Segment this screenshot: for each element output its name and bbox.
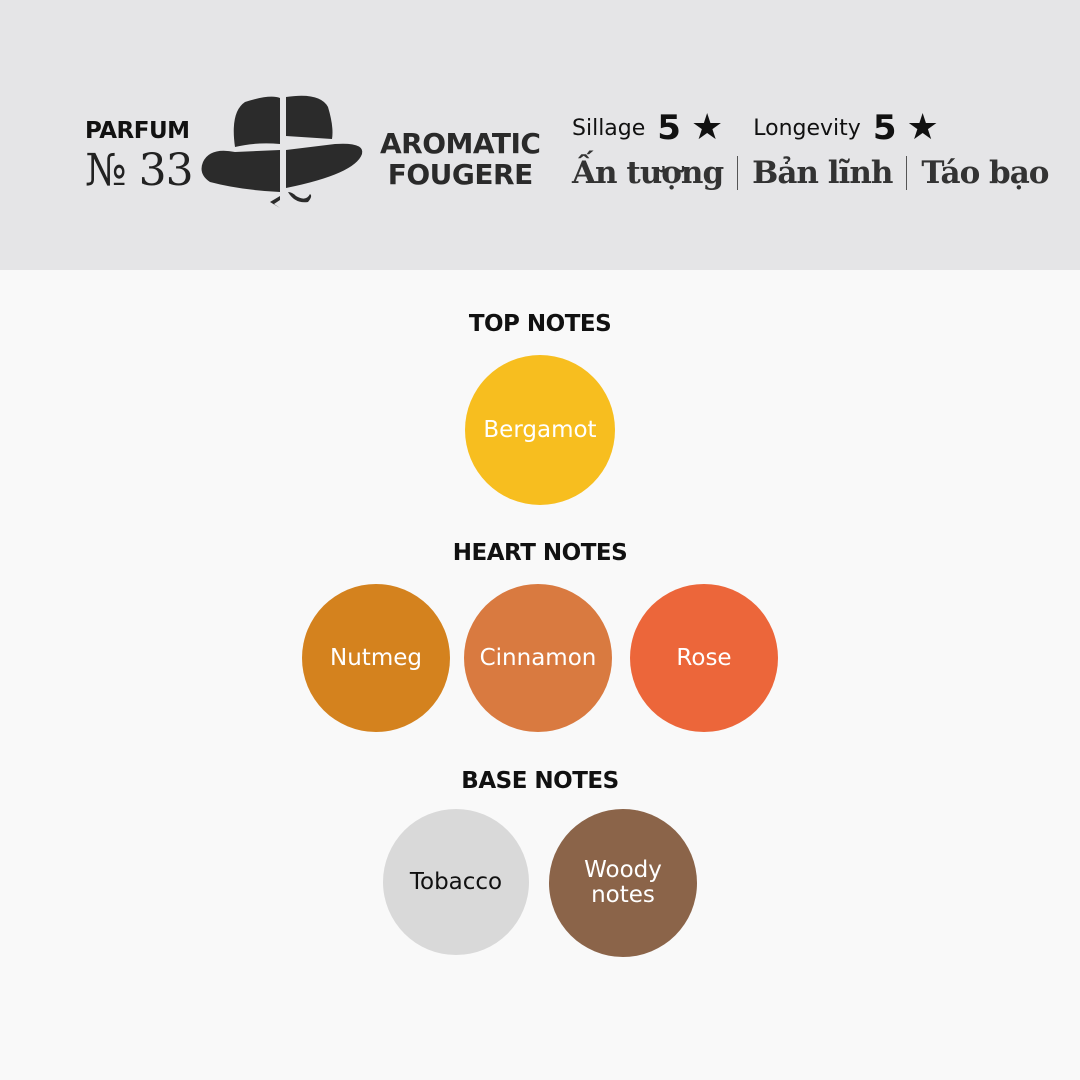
top-notes-title: TOP NOTES <box>468 311 612 337</box>
ratings: Sillage 5 ★ Longevity 5 ★ <box>572 108 969 148</box>
trait: Bản lĩnh <box>752 155 893 191</box>
heart-notes-title: HEART NOTES <box>452 540 628 566</box>
note-cinnamon: Cinnamon <box>464 584 612 732</box>
family-line-2: FOUGERE <box>387 158 533 191</box>
hat-logo-icon <box>201 95 363 208</box>
divider <box>906 156 908 190</box>
note-label: Cinnamon <box>479 644 597 671</box>
note-label: Rose <box>676 644 732 671</box>
star-icon: ★ <box>690 107 724 148</box>
base-notes-title: BASE NOTES <box>461 768 619 794</box>
header-banner: PARFUM № 33 AROMATIC FOUGERE Sillage 5 ★… <box>0 0 1080 270</box>
note-label: Woody notes <box>584 857 662 908</box>
longevity-label: Longevity <box>753 115 861 141</box>
parfum-label: PARFUM <box>85 118 190 144</box>
divider <box>737 156 739 190</box>
longevity-value: 5 <box>872 108 897 148</box>
family-line-1: AROMATIC <box>380 127 541 160</box>
note-label: Nutmeg <box>330 644 422 671</box>
note-woody: Woody notes <box>549 809 697 957</box>
sillage-value: 5 <box>657 108 681 148</box>
note-tobacco: Tobacco <box>383 809 529 955</box>
note-bergamot: Bergamot <box>465 355 615 505</box>
note-label: Tobacco <box>409 868 503 895</box>
note-label: Bergamot <box>483 416 597 443</box>
note-nutmeg: Nutmeg <box>302 584 450 732</box>
star-icon: ★ <box>906 107 939 148</box>
sillage-label: Sillage <box>572 115 646 141</box>
fragrance-family: AROMATIC FOUGERE <box>380 127 541 191</box>
trait: Ấn tượng <box>572 155 724 191</box>
note-rose: Rose <box>630 584 778 732</box>
perfume-number: № 33 <box>85 145 194 196</box>
trait: Táo bạo <box>921 155 1049 191</box>
traits: Ấn tượng Bản lĩnh Táo bạo <box>572 155 1050 191</box>
